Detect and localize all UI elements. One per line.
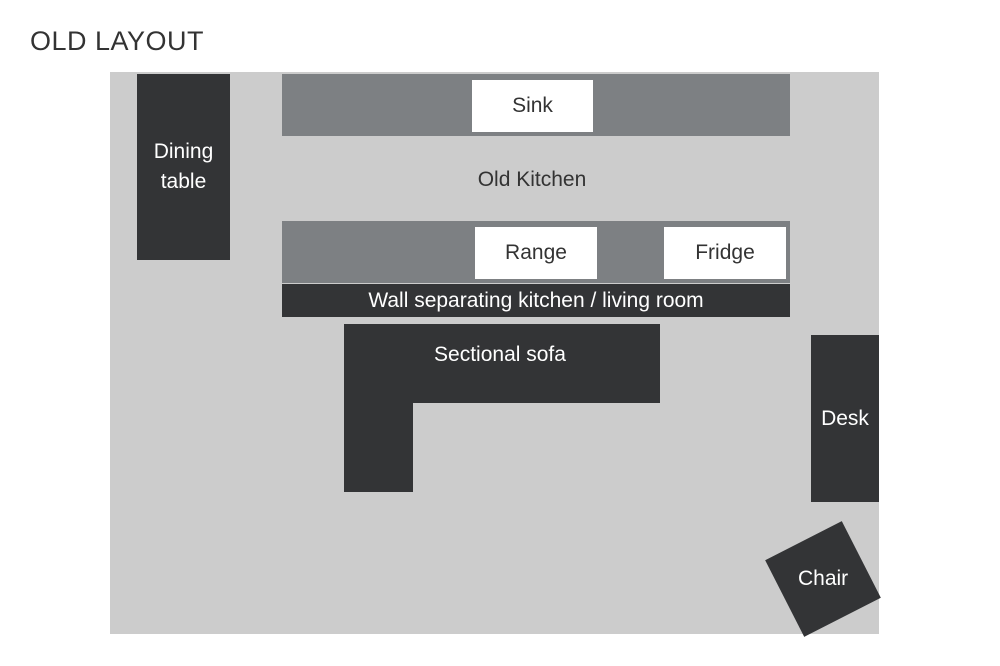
dining-table: Dining table <box>137 74 230 260</box>
separating-wall: Wall separating kitchen / living room <box>282 284 790 317</box>
floor-plan: Dining table Sink Old Kitchen Range Frid… <box>110 72 881 637</box>
sectional-sofa-label: Sectional sofa <box>434 343 566 366</box>
desk-label: Desk <box>821 406 869 430</box>
page-title: OLD LAYOUT <box>30 26 205 56</box>
desk: Desk <box>811 335 879 502</box>
separating-wall-label: Wall separating kitchen / living room <box>368 288 704 312</box>
old-kitchen-label: Old Kitchen <box>477 168 587 191</box>
sink-label: Sink <box>512 94 553 117</box>
chair: Chair <box>765 521 881 637</box>
range-label: Range <box>505 241 567 264</box>
bottom-counter: Range Fridge <box>282 221 790 283</box>
sink: Sink <box>472 80 593 132</box>
chair-label: Chair <box>797 567 849 590</box>
fridge: Fridge <box>664 227 786 279</box>
fridge-label: Fridge <box>695 241 755 264</box>
sectional-sofa-leg <box>344 324 413 492</box>
top-counter: Sink <box>282 74 790 136</box>
range: Range <box>475 227 597 279</box>
dining-table-label: Dining table <box>153 140 214 193</box>
